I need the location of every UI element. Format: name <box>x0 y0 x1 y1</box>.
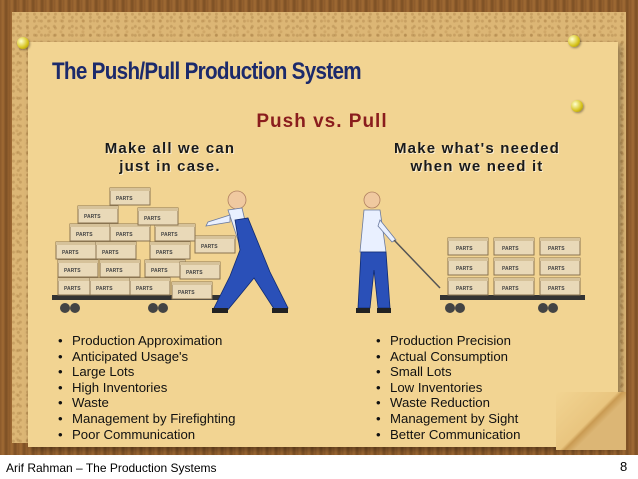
list-item: Large Lots <box>58 364 235 380</box>
wheel-icon <box>158 303 168 313</box>
push-heading: Make all we can just in case. <box>70 140 270 176</box>
push-cart-base <box>52 295 232 300</box>
box-label: PARTS <box>106 268 123 274</box>
box-label: PARTS <box>178 290 195 296</box>
box-label: PARTS <box>76 232 93 238</box>
box-label: PARTS <box>116 196 133 202</box>
box-label: PARTS <box>502 266 519 272</box>
pin-icon <box>571 100 583 112</box>
wheel-icon <box>70 303 80 313</box>
box-label: PARTS <box>161 232 178 238</box>
box-label: PARTS <box>456 266 473 272</box>
list-item: Waste <box>58 395 235 411</box>
pull-heading-line: Make what's needed <box>393 140 561 157</box>
box-label: PARTS <box>96 286 113 292</box>
box-label: PARTS <box>201 244 218 250</box>
box-label: PARTS <box>151 268 168 274</box>
list-item: High Inventories <box>58 380 235 396</box>
wheel-icon <box>455 303 465 313</box>
pin-icon <box>568 35 580 47</box>
pull-box-stack: PARTS PARTS PARTS PARTS PARTS PARTS PART… <box>440 237 585 313</box>
wheel-icon <box>548 303 558 313</box>
box-label: PARTS <box>186 270 203 276</box>
page-number: 8 <box>620 459 628 474</box>
list-item: Better Communication <box>376 427 520 443</box>
list-item: Actual Consumption <box>376 349 520 365</box>
box-label: PARTS <box>62 250 79 256</box>
pull-heading: Make what's needed when we need it <box>362 140 592 176</box>
wheel-icon <box>60 303 70 313</box>
list-item: Production Approximation <box>58 333 235 349</box>
box-label: PARTS <box>64 286 81 292</box>
box-label: PARTS <box>548 246 565 252</box>
list-item: Anticipated Usage's <box>58 349 235 365</box>
list-item: Small Lots <box>376 364 520 380</box>
push-bullet-list: Production Approximation Anticipated Usa… <box>58 333 235 442</box>
push-box-stack: PARTS PARTS PARTS PARTS PARTS PARTS PART… <box>52 187 236 313</box>
box-label: PARTS <box>102 250 119 256</box>
box-label: PARTS <box>136 286 153 292</box>
box-label: PARTS <box>156 250 173 256</box>
pull-bullet-list: Production Precision Actual Consumption … <box>376 333 520 442</box>
wheel-icon <box>148 303 158 313</box>
box-label: PARTS <box>84 214 101 220</box>
list-item: Management by Firefighting <box>58 411 235 427</box>
list-item: Poor Communication <box>58 427 235 443</box>
wheel-icon <box>445 303 455 313</box>
pin-icon <box>17 37 29 49</box>
push-heading-line: just in case. <box>119 158 221 175</box>
box-label: PARTS <box>502 246 519 252</box>
slide-title: The Push/Pull Production System <box>52 58 362 85</box>
slide-subtitle: Push vs. Pull <box>256 111 388 132</box>
paper-curl <box>556 392 626 450</box>
push-heading-line: Make all we can <box>104 140 236 157</box>
pull-cart-base <box>440 295 585 300</box>
pulling-worker-icon <box>356 191 441 313</box>
box-label: PARTS <box>456 286 473 292</box>
footer-text: Arif Rahman – The Production Systems <box>6 461 217 475</box>
box-label: PARTS <box>116 232 133 238</box>
box-label: PARTS <box>456 246 473 252</box>
box-label: PARTS <box>144 216 161 222</box>
box-label: PARTS <box>502 286 519 292</box>
pull-heading-line: when we need it <box>410 158 544 175</box>
wheel-icon <box>538 303 548 313</box>
push-pull-illustration: PARTS PARTS PARTS PARTS PARTS PARTS PART… <box>52 187 585 313</box>
list-item: Low Inventories <box>376 380 520 396</box>
box-label: PARTS <box>548 266 565 272</box>
pushing-worker-icon <box>205 190 289 313</box>
box-label: PARTS <box>548 286 565 292</box>
list-item: Management by Sight <box>376 411 520 427</box>
box-label: PARTS <box>64 268 81 274</box>
list-item: Waste Reduction <box>376 395 520 411</box>
list-item: Production Precision <box>376 333 520 349</box>
